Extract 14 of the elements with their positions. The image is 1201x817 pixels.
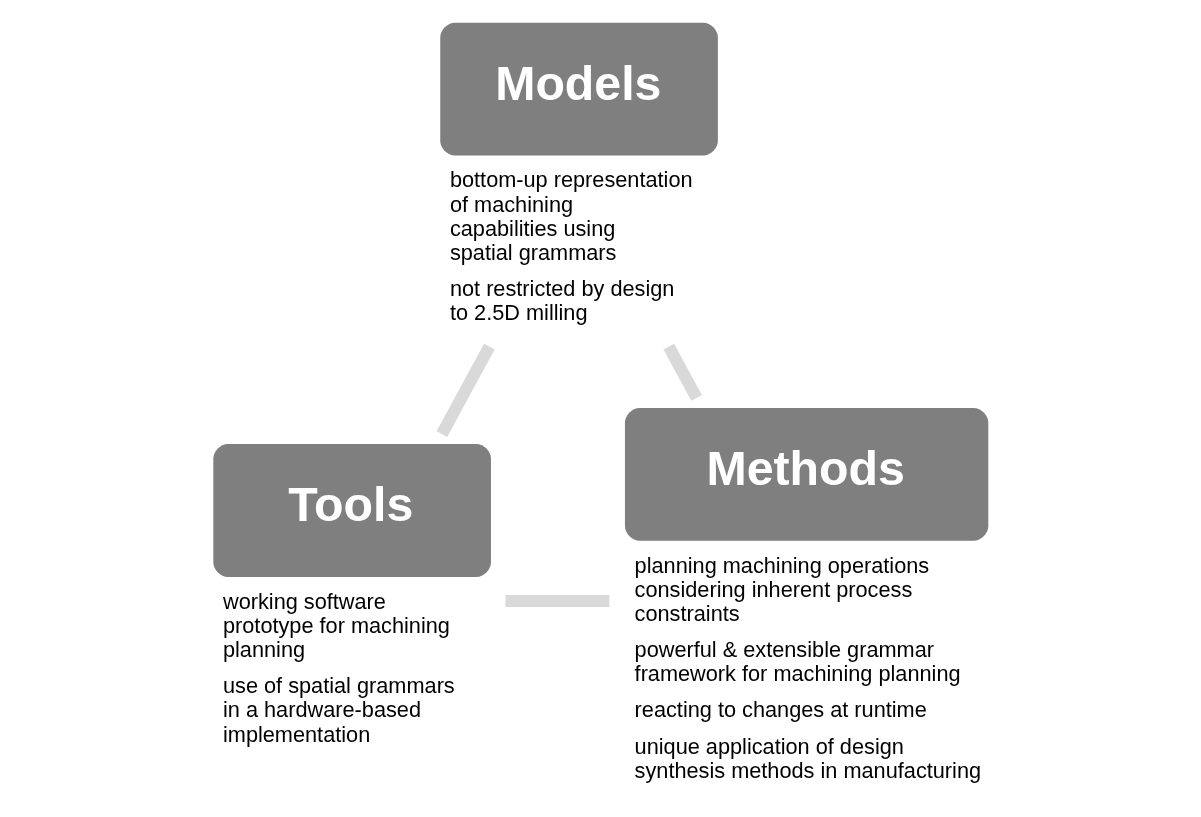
connector bbox=[663, 343, 702, 401]
node-box: Methods bbox=[624, 407, 989, 541]
connector bbox=[436, 343, 495, 437]
node-box: Tools bbox=[213, 444, 491, 577]
node-box: Models bbox=[440, 22, 718, 156]
node-label: reacting to changes at runtime bbox=[634, 697, 927, 723]
node-label: working software prototype for machining planning bbox=[222, 588, 450, 663]
node-label: powerful & extensible grammar framework for machining planning bbox=[634, 637, 961, 687]
node-label: not restricted by design to 2.5D milling bbox=[449, 276, 675, 326]
node-label: unique application of design synthesis methods in manufacturing bbox=[634, 733, 982, 783]
node-label: planning machining operations considering inherent process constraints bbox=[634, 552, 930, 626]
node-label: use of spatial grammars in a hardware-based implementation bbox=[222, 673, 455, 747]
node-label: bottom-up representation of machining capabilities using spatial grammars bbox=[449, 167, 693, 265]
connector bbox=[505, 595, 610, 608]
